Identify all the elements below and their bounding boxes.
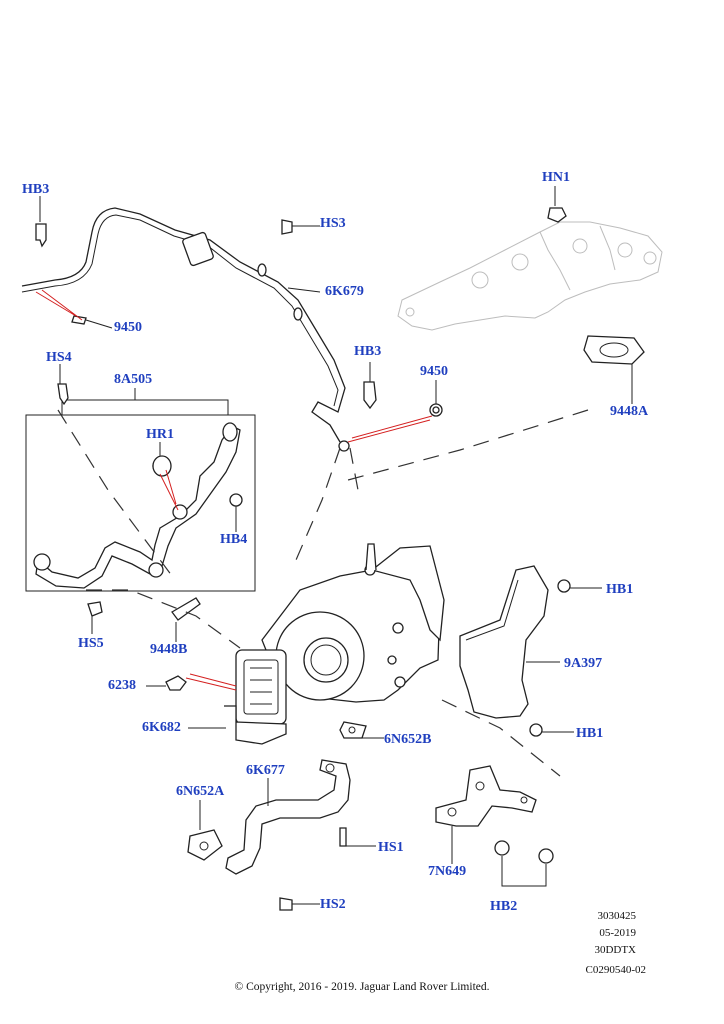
diagram-code: 3030425 — [597, 910, 637, 922]
callout-hb4[interactable]: HB4 — [220, 532, 248, 547]
callout-hb1-bottom[interactable]: HB1 — [576, 726, 604, 741]
callout-6k682[interactable]: 6K682 — [142, 720, 181, 735]
fastener-hb2-right[interactable] — [538, 848, 554, 864]
callout-hb2[interactable]: HB2 — [490, 899, 518, 914]
diagram-reference: C0290540-02 — [585, 964, 647, 976]
fastener-hb1-bottom[interactable] — [529, 723, 543, 737]
callout-9448b[interactable]: 9448B — [150, 642, 188, 657]
gasket-9448a[interactable] — [583, 335, 645, 365]
clip-6238[interactable] — [165, 675, 187, 691]
callout-6k679[interactable]: 6K679 — [325, 284, 364, 299]
callout-hr1[interactable]: HR1 — [146, 427, 174, 442]
callout-hb1-top[interactable]: HB1 — [606, 582, 634, 597]
callout-8a505[interactable]: 8A505 — [114, 372, 153, 387]
oil-return-pipe-box — [25, 392, 256, 592]
callout-hs5[interactable]: HS5 — [78, 636, 104, 651]
fastener-hs5[interactable] — [87, 601, 103, 617]
diagram-date: 05-2019 — [599, 927, 636, 939]
gasket-9448b[interactable] — [171, 597, 201, 621]
callout-7n649[interactable]: 7N649 — [428, 864, 467, 879]
callout-6n652a[interactable]: 6N652A — [176, 784, 225, 799]
callout-hb3-mid[interactable]: HB3 — [354, 344, 382, 359]
oil-return-pipe-8a505[interactable] — [33, 422, 241, 589]
assembly-dash-lines — [57, 409, 589, 777]
bracket-7n649[interactable] — [435, 765, 537, 827]
callout-6238[interactable]: 6238 — [108, 678, 136, 693]
fastener-hs3[interactable] — [281, 219, 293, 235]
leader-lines — [39, 186, 633, 905]
heat-shield-9a397[interactable] — [459, 565, 549, 719]
diagram-meta: 3030425 05-2019 30DDTX — [560, 908, 636, 959]
callout-6n652b[interactable]: 6N652B — [384, 732, 432, 747]
exhaust-manifold-outline — [397, 221, 663, 331]
callout-hn1[interactable]: HN1 — [542, 170, 570, 185]
callout-9a397[interactable]: 9A397 — [564, 656, 603, 671]
callout-hs4[interactable]: HS4 — [46, 350, 72, 365]
oil-feed-pipe-6k679[interactable] — [21, 207, 350, 452]
turbocharger[interactable] — [224, 543, 445, 745]
callout-9450-right[interactable]: 9450 — [420, 364, 448, 379]
fastener-hs1[interactable] — [339, 827, 347, 847]
callout-9450-left[interactable]: 9450 — [114, 320, 142, 335]
callout-6k677[interactable]: 6K677 — [246, 763, 285, 778]
fastener-hb1-top[interactable] — [557, 579, 571, 593]
fastener-9450-left[interactable] — [71, 315, 87, 325]
copyright-notice: © Copyright, 2016 - 2019. Jaguar Land Ro… — [234, 981, 490, 993]
oil-return-pipe-6k677[interactable] — [225, 759, 351, 875]
fastener-hb3-mid[interactable] — [363, 381, 377, 410]
callout-9448a[interactable]: 9448A — [610, 404, 649, 419]
relation-lines-red — [35, 289, 433, 691]
fastener-hb4[interactable] — [229, 493, 243, 507]
gasket-6n652b[interactable] — [339, 721, 367, 739]
callout-hb3-top[interactable]: HB3 — [22, 182, 50, 197]
fastener-hb2-left[interactable] — [494, 840, 510, 856]
callout-hs3[interactable]: HS3 — [320, 216, 346, 231]
fastener-hs4[interactable] — [57, 383, 69, 406]
gasket-6n652a[interactable] — [187, 829, 223, 861]
fastener-hs2[interactable] — [279, 897, 293, 911]
seal-ring-hr1[interactable] — [152, 455, 172, 477]
diagram-engine: 30DDTX — [594, 944, 636, 956]
callout-hs2[interactable]: HS2 — [320, 897, 346, 912]
seal-ring-9450-right[interactable] — [429, 403, 443, 417]
fastener-hb3-top[interactable] — [35, 223, 47, 248]
fastener-hn1[interactable] — [547, 207, 567, 223]
callout-hs1[interactable]: HS1 — [378, 840, 404, 855]
